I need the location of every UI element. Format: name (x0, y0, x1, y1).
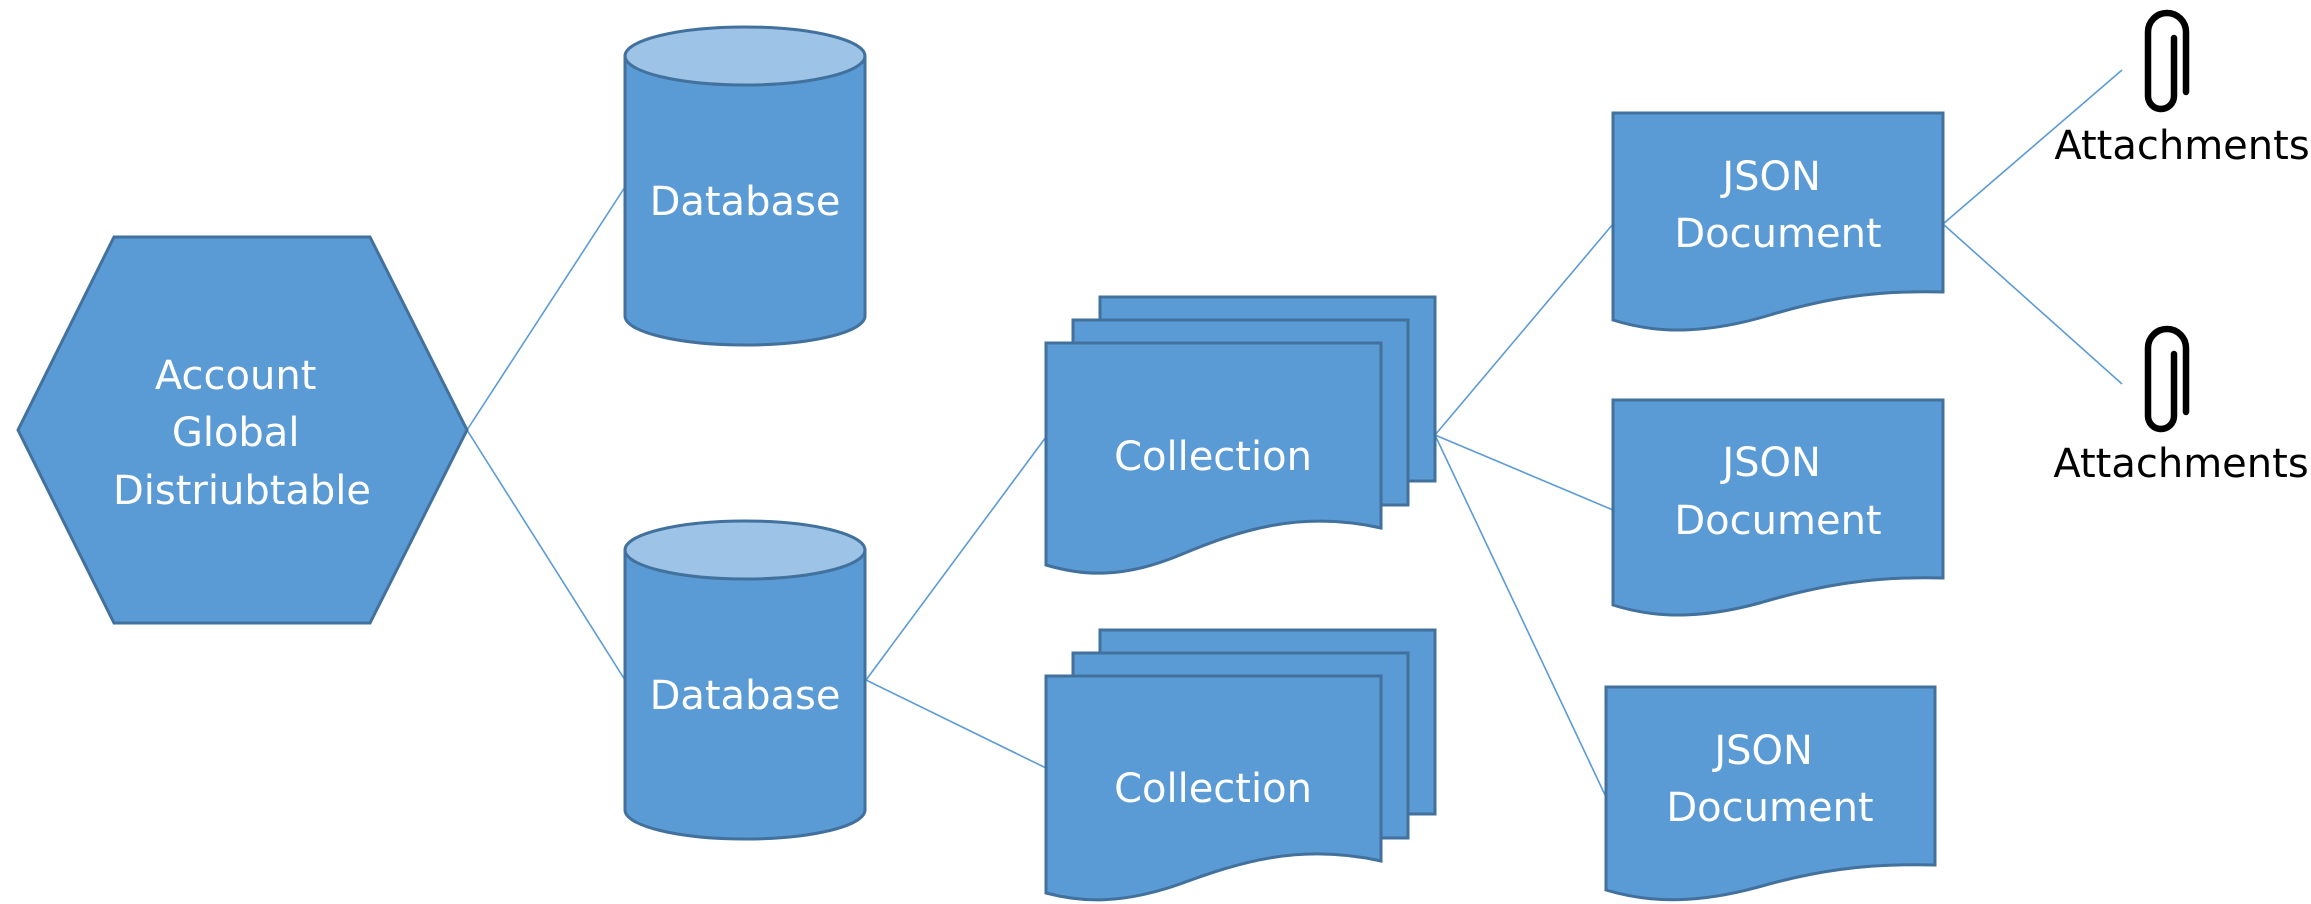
attachment-node-2: Attachments (2053, 325, 2309, 487)
json-document-node-2: JSON Document (1611, 398, 1945, 617)
json-document-label-line-2: Document (1674, 498, 1881, 544)
database-cylinder-body (623, 550, 867, 841)
collection-node-1: Collection (1044, 295, 1437, 575)
paperclip-icon (2144, 325, 2190, 433)
connector-account-database-1 (466, 186, 626, 431)
json-document-node-1: JSON Document (1611, 111, 1945, 332)
connector-collection-1-document-3 (1434, 434, 1607, 798)
json-document-label-line-1: JSON (1719, 440, 1821, 486)
attachments-label: Attachments (2053, 441, 2308, 487)
json-document-label: JSON Document (1666, 728, 1873, 831)
connector-document-1-attachment-1 (1942, 69, 2123, 225)
database-node-1: Database (623, 25, 867, 347)
attachment-node-1: Attachments (2054, 9, 2310, 169)
account-label: Account Global Distriubtable (113, 353, 371, 514)
collection-label: Collection (1114, 766, 1312, 812)
json-document-shape (1604, 685, 1937, 902)
json-document-label-line-1: JSON (1719, 154, 1821, 200)
json-document-node-3: JSON Document (1604, 685, 1937, 902)
database-label: Database (650, 673, 841, 719)
paperclip-icon (2144, 9, 2190, 113)
json-document-shape (1611, 398, 1945, 617)
json-document-label: JSON Document (1674, 154, 1881, 257)
json-document-label-line-1: JSON (1711, 728, 1813, 774)
connector-database-2-collection-1 (865, 436, 1047, 681)
database-node-2: Database (623, 519, 867, 841)
connector-collection-1-document-1 (1434, 223, 1614, 436)
connector-account-database-2 (466, 429, 626, 681)
json-document-shape (1611, 111, 1945, 332)
json-document-label-line-2: Document (1674, 211, 1881, 257)
account-label-line-1: Account (155, 353, 317, 399)
account-label-line-2: Global (172, 410, 300, 456)
database-cylinder-body (623, 56, 867, 347)
collection-node-2: Collection (1044, 628, 1437, 902)
database-cylinder-top (623, 519, 867, 581)
account-label-line-3: Distriubtable (113, 468, 371, 514)
database-cylinder-top (623, 25, 867, 87)
database-label: Database (650, 179, 841, 225)
collection-stack-front (1044, 341, 1383, 575)
collection-stack-front (1044, 674, 1383, 902)
account-hexagon-shape (16, 235, 469, 625)
json-document-label-line-2: Document (1666, 785, 1873, 831)
collection-label: Collection (1114, 434, 1312, 480)
connectors (466, 69, 2123, 798)
json-document-label: JSON Document (1674, 440, 1881, 544)
connector-document-1-attachment-2 (1942, 223, 2123, 385)
account-node: Account Global Distriubtable (16, 235, 469, 625)
connector-database-2-collection-2 (865, 679, 1047, 769)
attachments-label: Attachments (2054, 123, 2309, 169)
connector-collection-1-document-2 (1434, 434, 1614, 511)
